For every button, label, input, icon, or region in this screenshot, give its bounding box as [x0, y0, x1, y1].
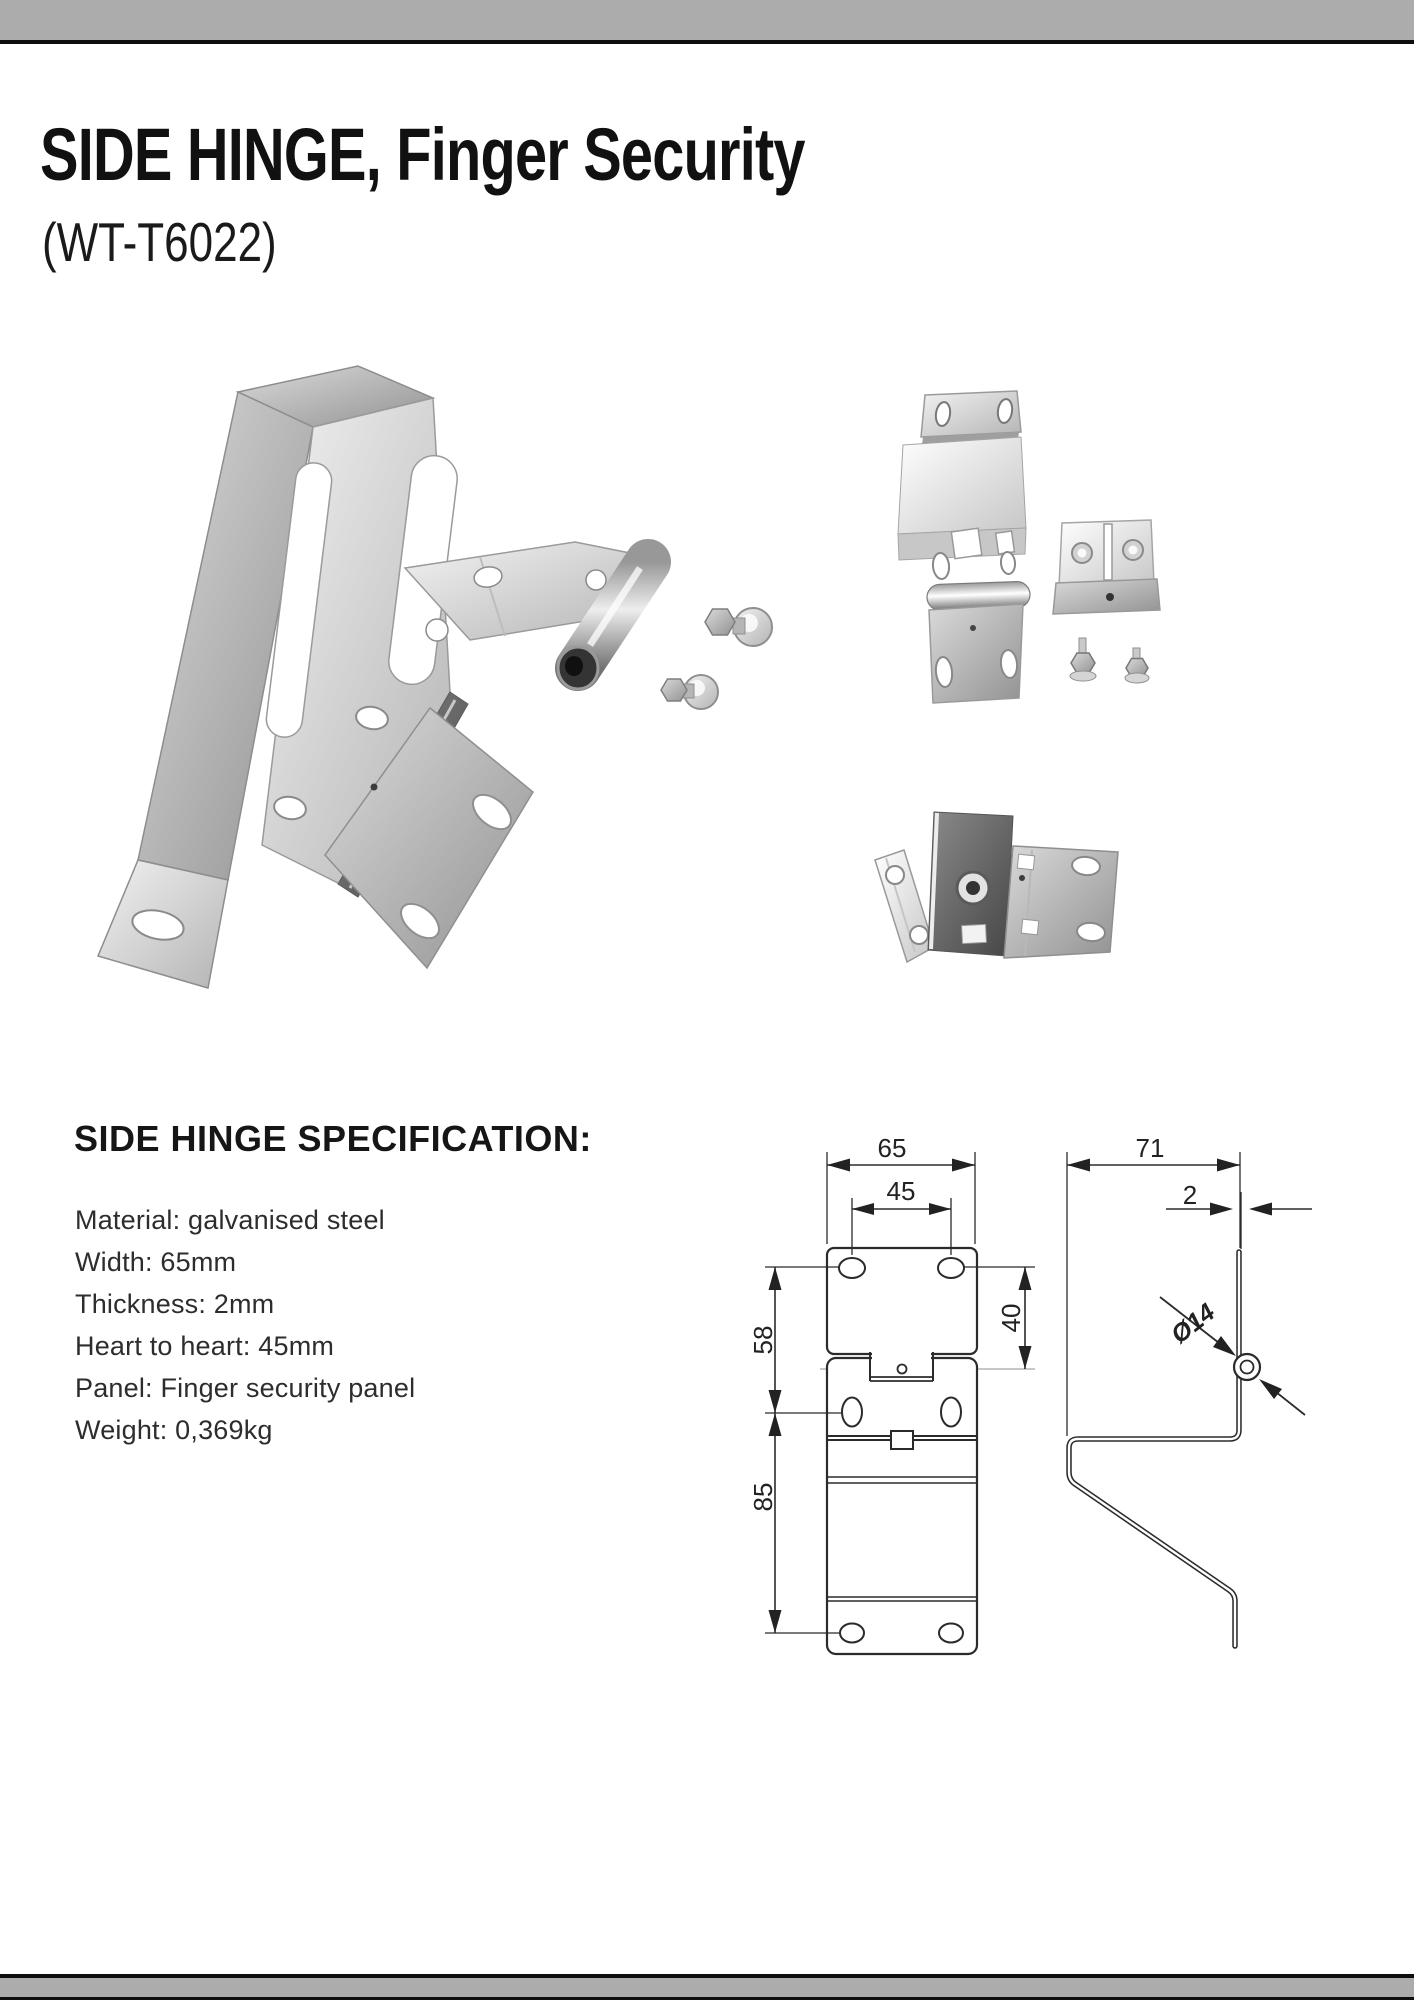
- product-photos: [60, 280, 1240, 1020]
- dimension-knuckle-diameter: [1159, 1296, 1306, 1416]
- pin-hole: [1106, 593, 1114, 601]
- photo-loose-leaf-part: [403, 539, 671, 691]
- photo-assembled-hinge: [897, 390, 1031, 704]
- dimension-width-65: [826, 1152, 976, 1244]
- adapter-slot: [1103, 523, 1113, 581]
- model-code: (WT-T6022): [42, 211, 277, 273]
- front-mid-hole: [940, 1396, 962, 1428]
- front-top-hole: [937, 1257, 965, 1279]
- photo-main-hinge-assembly: [96, 365, 534, 989]
- hinge-hole: [931, 552, 951, 580]
- page-title: SIDE HINGE, Finger Security: [40, 113, 806, 196]
- photo-screws-small: [1069, 637, 1150, 684]
- spec-item-weight: Weight: 0,369kg: [75, 1415, 273, 1445]
- bar-hole: [909, 925, 929, 945]
- hinge-hole: [934, 656, 954, 688]
- dim-label-58: 58: [748, 1326, 778, 1355]
- hinge-hole: [999, 551, 1017, 575]
- pin-hole: [370, 783, 378, 791]
- dim-label-85: 85: [748, 1483, 778, 1512]
- spec-item-material: Material: galvanised steel: [75, 1205, 385, 1235]
- bracket-slot-left: [265, 462, 333, 738]
- spec-item-thickness: Thickness: 2mm: [75, 1289, 275, 1319]
- spec-heading: SIDE HINGE SPECIFICATION:: [74, 1118, 592, 1159]
- dim-label-2: 2: [1183, 1180, 1197, 1210]
- dimension-offset-40: [963, 1266, 1035, 1369]
- photo-screws-main: [660, 607, 773, 710]
- foot-plate-hole: [131, 909, 185, 941]
- dim-label-65: 65: [878, 1133, 907, 1163]
- spec-item-width: Width: 65mm: [75, 1247, 237, 1277]
- front-top-hole: [838, 1257, 866, 1279]
- plate-slot: [996, 398, 1014, 424]
- dimension-hole-spacing-45: [851, 1198, 952, 1255]
- leaf-hole: [473, 566, 503, 588]
- front-pin-hole: [896, 1363, 908, 1375]
- top-border-bar: [0, 0, 1414, 44]
- plate-slot: [934, 401, 952, 427]
- pin-hole: [1019, 875, 1025, 881]
- dim-label-40: 40: [996, 1304, 1026, 1333]
- front-bottom-hole: [938, 1622, 964, 1644]
- screw-nut: [704, 608, 736, 636]
- dimension-lower-85: [765, 1413, 840, 1634]
- bracket-hole: [273, 795, 307, 821]
- bottom-plate-hole: [400, 902, 440, 940]
- dimension-thickness-2: [1166, 1192, 1312, 1249]
- bar-hole: [885, 865, 905, 885]
- dimension-depth-71: [1066, 1152, 1241, 1436]
- dim-label-71: 71: [1136, 1133, 1165, 1163]
- technical-drawings: 65 45 58: [690, 1120, 1350, 1680]
- photo-adapter-plate: [1052, 519, 1161, 684]
- front-mid-hole: [841, 1396, 863, 1428]
- screw-nut: [660, 678, 688, 702]
- technical-drawing-canvas: 65 45 58: [748, 1133, 1312, 1656]
- spec-list: Material: galvanised steel Width: 65mm T…: [75, 1199, 415, 1451]
- side-plate-hole: [1076, 921, 1106, 943]
- dim-label-dia14: Ø14: [1166, 1298, 1221, 1349]
- side-plate-hole: [1071, 855, 1101, 877]
- side-profile: [1066, 1249, 1242, 1649]
- bottom-plate-hole: [472, 793, 512, 831]
- bottom-border-bar: [0, 1974, 1414, 2000]
- hinge-hole: [999, 649, 1019, 679]
- leaf-hole: [425, 618, 449, 642]
- bracket-hole: [355, 705, 389, 731]
- front-view-drawing: 65 45 58: [748, 1133, 1035, 1656]
- dimension-upper-58: [765, 1266, 841, 1414]
- spec-item-panel: Panel: Finger security panel: [75, 1373, 416, 1403]
- photo-hinge-side-view: [874, 811, 1119, 964]
- pin-hole: [970, 625, 976, 631]
- leaf-hole: [585, 569, 607, 591]
- spec-item-heart-to-heart: Heart to heart: 45mm: [75, 1331, 335, 1361]
- dim-label-45: 45: [887, 1176, 916, 1206]
- side-view-drawing: 71 2 Ø14: [1066, 1133, 1312, 1649]
- product-photos-canvas: [96, 365, 1161, 989]
